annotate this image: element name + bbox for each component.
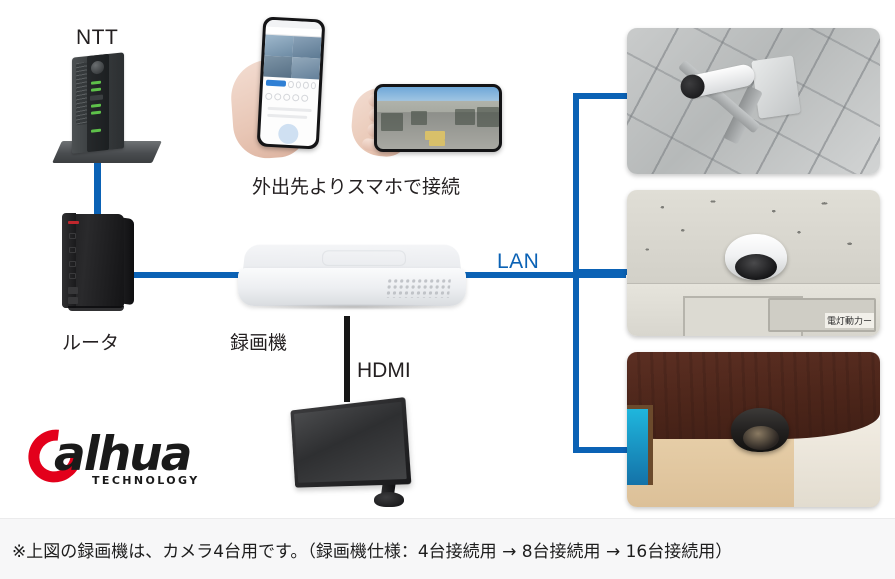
camera-lens-icon [743, 426, 779, 450]
record-button-icon [277, 123, 299, 145]
junction-box [751, 55, 801, 119]
yard-object [381, 113, 403, 131]
smartphone-landscape [349, 82, 508, 164]
yard-object [477, 107, 499, 127]
yard-object [411, 111, 427, 125]
control-dot-icon [310, 82, 317, 90]
ntt-label: NTT [76, 26, 119, 49]
router-device [58, 210, 150, 315]
router-base [68, 306, 124, 311]
link-lan-to-camera-1 [573, 93, 631, 99]
link-nvr-to-lan [462, 272, 626, 278]
ntt-status-led [91, 128, 101, 133]
ntt-status-led [91, 80, 101, 85]
link-lan-to-camera-3 [573, 447, 631, 453]
monitor-screen [294, 401, 407, 483]
footer-bar: ※上図の録画機は、カメラ4台用です。（録画機仕様：4台接続用 → 8台接続用 →… [0, 518, 895, 579]
video-tile [292, 36, 322, 59]
phone-screen [259, 19, 323, 147]
camera-lens-icon [735, 254, 777, 280]
photo-indoor-white-dome-camera: 電灯動力ー [627, 190, 880, 336]
router-front-edge [62, 213, 79, 308]
control-row [262, 90, 319, 106]
control-dot-icon [274, 93, 282, 101]
camera-video-grid [263, 34, 322, 80]
control-dot-icon [265, 92, 273, 101]
ntt-power-knob-icon [91, 60, 104, 75]
phone-screen-live-view [377, 87, 499, 149]
list-placeholder-row [267, 106, 312, 113]
dahua-logo: alhua TECHNOLOGY [17, 418, 218, 494]
ntt-front-panel [87, 53, 109, 153]
control-dot-icon [301, 94, 309, 102]
link-ntt-to-router [94, 155, 101, 217]
link-lan-to-camera-2 [573, 269, 631, 275]
nvr-front-face [238, 268, 466, 306]
nvr-recorder-device [232, 244, 472, 314]
panel-sign-label: 電灯動力ー [824, 313, 874, 328]
control-dot-icon [295, 81, 302, 89]
dome-camera-icon [725, 234, 787, 280]
photo-outdoor-bullet-camera [627, 28, 880, 174]
monitor-stand-base [374, 492, 404, 507]
control-dot-icon [292, 94, 300, 102]
video-tile [263, 55, 293, 79]
lan-label: LAN [497, 250, 540, 273]
router-label: ルータ [62, 332, 120, 354]
phone-body [256, 16, 326, 150]
dahua-subtitle: TECHNOLOGY [92, 474, 200, 487]
dahua-wordmark: alhua [54, 427, 192, 482]
ntt-status-led [91, 103, 101, 108]
mobile-access-caption: 外出先よりスマホで接続 [252, 176, 461, 198]
ntt-onu-device [52, 52, 165, 170]
list-placeholder-row [267, 113, 308, 119]
playback-chip [265, 79, 287, 87]
yard-pallet [429, 140, 445, 146]
nvr-top-emboss [321, 250, 407, 266]
photo-indoor-black-dome-camera [627, 352, 880, 507]
aquarium-display [627, 404, 653, 486]
monitor-display [286, 397, 422, 510]
recorder-label: 録画機 [230, 332, 288, 354]
router-brand-mark-icon [68, 221, 79, 224]
router-led [69, 273, 76, 279]
video-tile [264, 34, 294, 58]
hdmi-label: HDMI [357, 359, 411, 382]
footer-note: ※上図の録画機は、カメラ4台用です。（録画機仕様：4台接続用 → 8台接続用 →… [12, 542, 733, 562]
ntt-slot [90, 94, 103, 101]
router-led [69, 261, 76, 267]
phone-body [374, 84, 502, 152]
router-port [68, 297, 78, 304]
nvr-drop-shadow [250, 304, 456, 310]
dome-camera-icon [731, 408, 789, 452]
ntt-status-led [91, 87, 101, 92]
control-dot-icon [287, 80, 294, 89]
video-tile [291, 57, 321, 80]
yard-pallet [425, 131, 445, 140]
nvr-vent-holes [384, 278, 452, 298]
ntt-status-led [91, 110, 101, 115]
control-dot-icon [302, 81, 309, 89]
link-nvr-to-monitor-hdmi [344, 316, 350, 402]
monitor-bezel [290, 397, 412, 488]
control-dot-icon [283, 93, 291, 101]
yard-object [455, 109, 475, 125]
smartphone-portrait [228, 16, 336, 163]
link-router-to-nvr [129, 272, 249, 278]
router-port [68, 287, 78, 294]
router-led [69, 247, 76, 253]
router-led [69, 233, 76, 239]
